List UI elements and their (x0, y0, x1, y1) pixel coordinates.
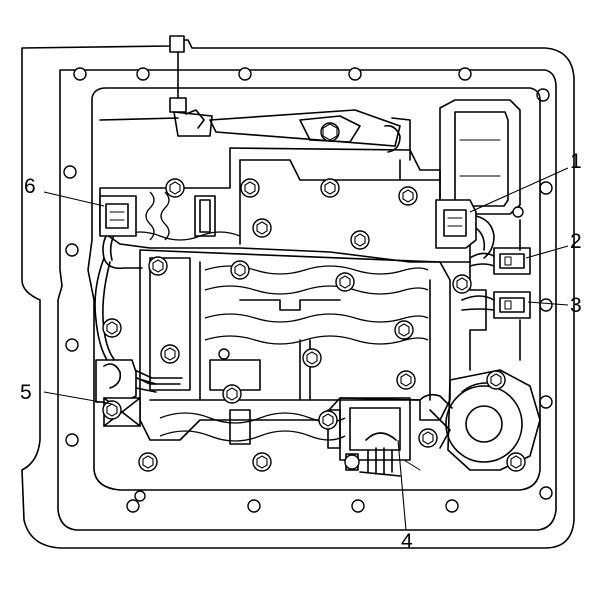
leader-4 (397, 439, 407, 531)
callout-4: 4 (401, 530, 413, 553)
case-outer-outline (21, 39, 575, 549)
callout-5: 5 (20, 381, 32, 404)
callout-6: 6 (24, 175, 36, 198)
solenoid-connector-lower (461, 291, 531, 319)
callout-2: 2 (570, 230, 582, 253)
valve-body-bolts (102, 178, 526, 472)
leader-6 (43, 191, 105, 207)
leader-lines (43, 167, 569, 531)
gasket-boundary (87, 87, 541, 491)
detent-lever-assembly (99, 35, 411, 161)
leader-2 (525, 245, 569, 259)
case-inner-rim (57, 69, 557, 531)
upper-valve-body (99, 147, 471, 263)
pressure-switch-connector (435, 199, 495, 259)
callout-1: 1 (570, 150, 582, 173)
callout-3: 3 (570, 294, 582, 317)
solenoid-connector-upper (469, 247, 531, 275)
case-bolt-holes (63, 67, 553, 513)
right-valve-body-edge (469, 261, 487, 371)
leader-3 (527, 301, 569, 306)
harness-connector-left (99, 195, 137, 237)
leader-1 (469, 167, 569, 213)
leader-5 (43, 391, 113, 405)
